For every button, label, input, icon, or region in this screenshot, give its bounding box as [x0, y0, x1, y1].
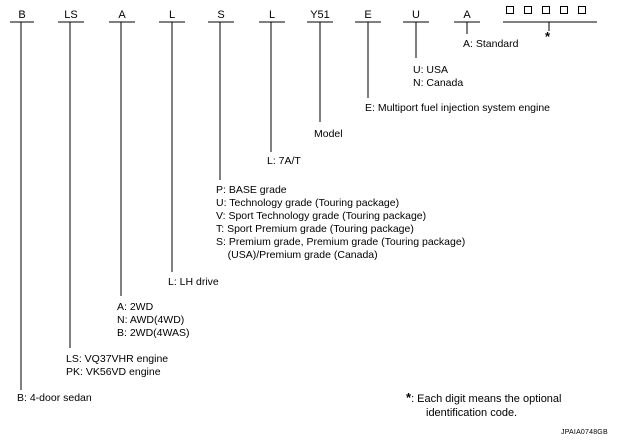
desc-drive-b: B: 2WD(4WAS): [117, 327, 190, 339]
desc-drive-a: A: 2WD: [117, 301, 154, 313]
reference-code: JPAIA0748GB: [561, 429, 608, 436]
desc-a-standard: A: Standard: [463, 38, 519, 50]
code-b: B: [18, 9, 26, 21]
desc-u-usa: U: USA: [413, 64, 449, 76]
digit-placeholders: [506, 6, 596, 14]
desc-grade-u: U: Technology grade (Touring package): [216, 197, 400, 209]
desc-body: B: 4-door sedan: [17, 392, 92, 404]
code-a: A: [118, 9, 126, 21]
footnote: *: Each digit means the optional identif…: [406, 391, 562, 420]
desc-grade-s-cont: (USA)/Premium grade (Canada): [216, 249, 378, 261]
code-s: S: [217, 9, 225, 21]
desc-grade-t: T: Sport Premium grade (Touring package): [216, 223, 414, 235]
desc-engine-pk: PK: VK56VD engine: [66, 366, 161, 378]
footnote-line2: identification code.: [426, 407, 518, 419]
code-l2: L: [268, 9, 276, 21]
footnote-star: *: [406, 390, 412, 405]
desc-grade-p: P: BASE grade: [216, 184, 287, 196]
digit-star: *: [545, 29, 551, 44]
desc-model: Model: [314, 128, 343, 140]
digit-box: [560, 6, 568, 14]
digit-box: [524, 6, 532, 14]
digit-box: [506, 6, 514, 14]
digit-box: [578, 6, 586, 14]
digit-box: [542, 6, 550, 14]
desc-engine-ls: LS: VQ37VHR engine: [66, 353, 169, 365]
code-u: U: [412, 9, 420, 21]
code-l: L: [168, 9, 176, 21]
desc-grade-v: V: Sport Technology grade (Touring packa…: [216, 210, 427, 222]
footnote-line1: : Each digit means the optional: [411, 393, 562, 405]
desc-l-7at: L: 7A/T: [267, 155, 301, 167]
desc-l-lh-drive: L: LH drive: [168, 276, 219, 288]
desc-n-canada: N: Canada: [413, 77, 464, 89]
code-a2: A: [463, 9, 471, 21]
desc-grade-s: S: Premium grade, Premium grade (Touring…: [216, 236, 466, 248]
code-y51: Y51: [310, 9, 330, 21]
desc-drive-n: N: AWD(4WD): [117, 314, 185, 326]
code-e: E: [364, 9, 372, 21]
code-ls: LS: [64, 9, 78, 21]
desc-e-engine: E: Multiport fuel injection system engin…: [365, 102, 551, 114]
